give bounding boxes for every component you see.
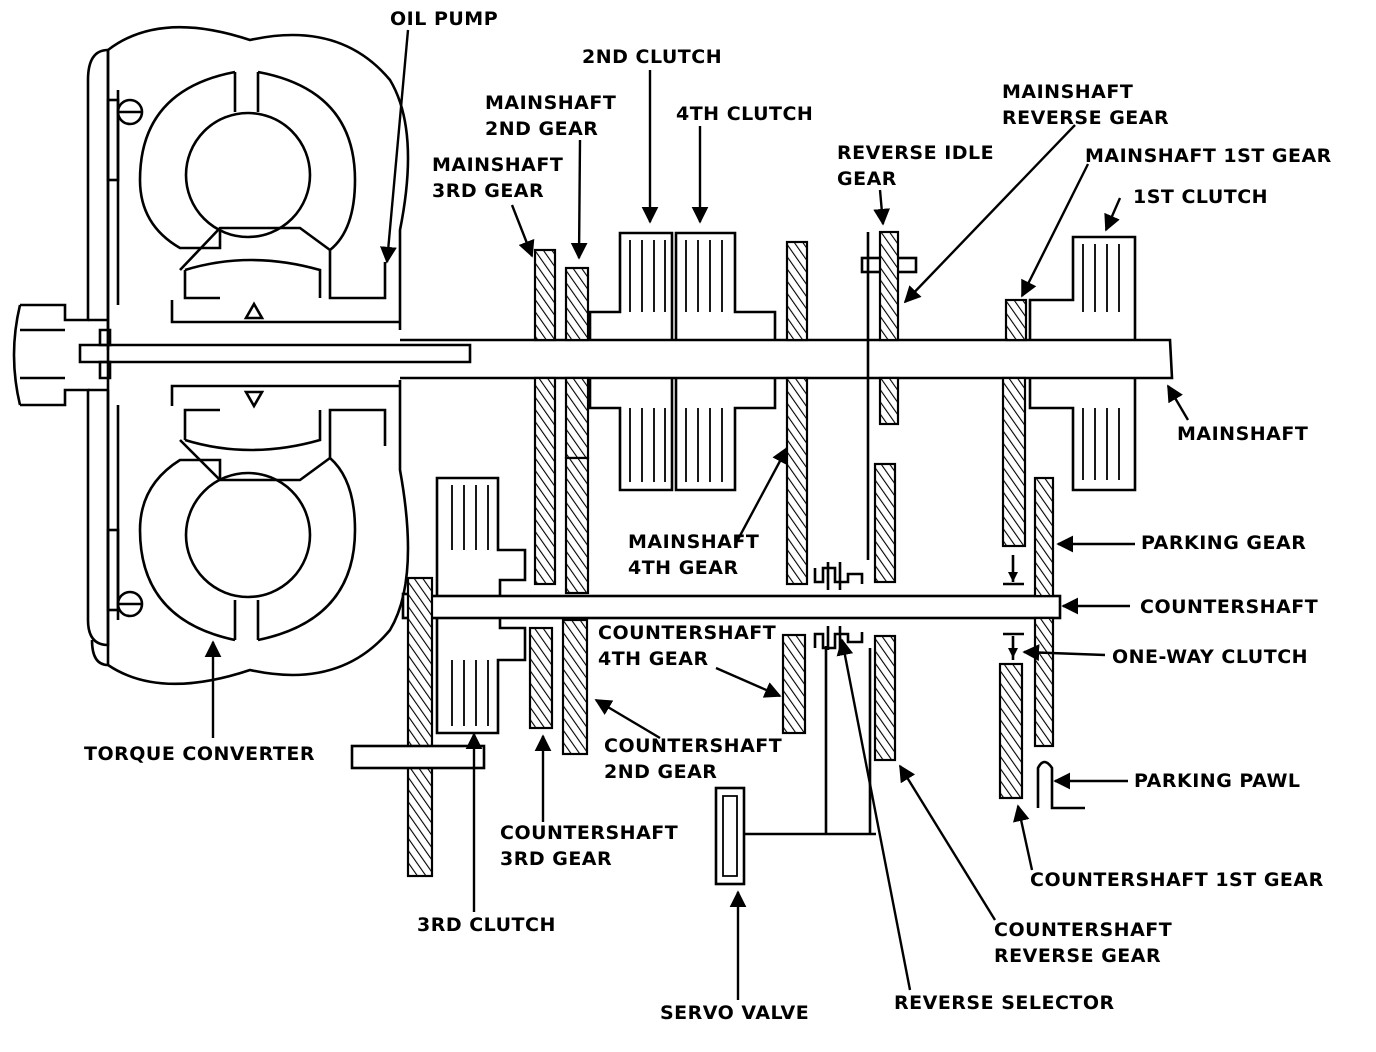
label-countershaft-3rd-gear: COUNTERSHAFT 3RD GEAR [500, 822, 679, 870]
label-countershaft-4th-gear: COUNTERSHAFT 4TH GEAR [598, 622, 777, 670]
torque-converter [12, 25, 472, 686]
label-mainshaft-1st-gear: MAINSHAFT 1ST GEAR [1085, 145, 1332, 167]
label-1st-clutch: 1ST CLUTCH [1133, 186, 1269, 208]
label-one-way-clutch: ONE-WAY CLUTCH [1112, 646, 1309, 668]
label-mainshaft: MAINSHAFT [1177, 423, 1309, 445]
label-parking-pawl: PARKING PAWL [1134, 770, 1301, 792]
countershaft-gears [350, 462, 1085, 878]
label-reverse-selector: REVERSE SELECTOR [894, 992, 1115, 1014]
label-mainshaft-reverse-gear: MAINSHAFT REVERSE GEAR [1002, 81, 1170, 129]
label-torque-converter: TORQUE CONVERTER [84, 743, 315, 765]
clutches [435, 231, 1137, 735]
label-3rd-clutch: 3RD CLUTCH [417, 914, 556, 936]
label-countershaft-2nd-gear: COUNTERSHAFT 2ND GEAR [604, 735, 783, 783]
label-mainshaft-3rd-gear: MAINSHAFT 3RD GEAR [432, 154, 564, 202]
label-4th-clutch: 4TH CLUTCH [676, 103, 814, 125]
label-countershaft-1st-gear: COUNTERSHAFT 1ST GEAR [1030, 869, 1324, 891]
leader-lines [204, 29, 1190, 1000]
servo-valve [714, 232, 876, 886]
label-mainshaft-4th-gear: MAINSHAFT 4TH GEAR [628, 531, 760, 579]
label-parking-gear: PARKING GEAR [1141, 532, 1307, 554]
mainshaft-gears [533, 230, 1028, 595]
mainshaft [20, 328, 1174, 380]
label-countershaft: COUNTERSHAFT [1140, 596, 1319, 618]
label-mainshaft-2nd-gear: MAINSHAFT 2ND GEAR [485, 92, 617, 140]
label-oil-pump: OIL PUMP [390, 8, 499, 30]
label-reverse-idle-gear: REVERSE IDLE GEAR [837, 142, 995, 190]
label-2nd-clutch: 2ND CLUTCH [582, 46, 723, 68]
label-servo-valve: SERVO VALVE [660, 1002, 810, 1024]
label-countershaft-reverse-gear: COUNTERSHAFT REVERSE GEAR [994, 919, 1173, 967]
countershaft [401, 592, 1062, 620]
